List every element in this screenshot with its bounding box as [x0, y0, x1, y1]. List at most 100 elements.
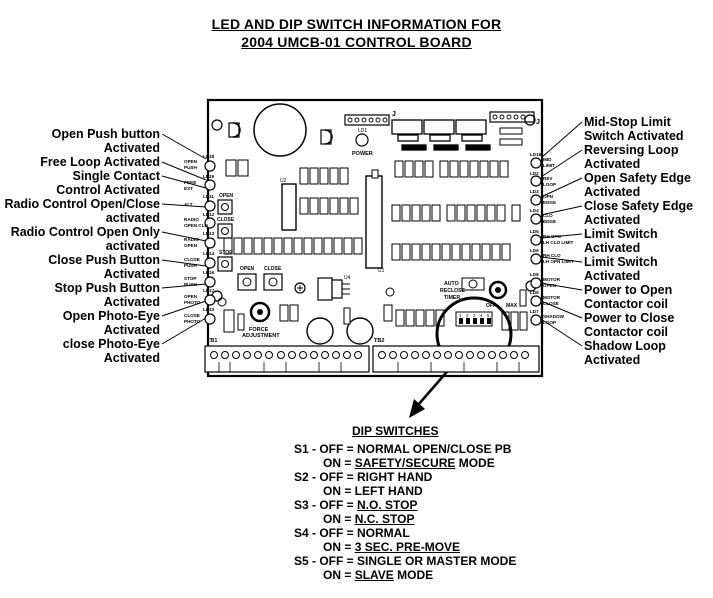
svg-text:2: 2 [466, 313, 469, 318]
svg-text:LD5: LD5 [530, 229, 539, 234]
svg-text:LD11: LD11 [203, 194, 214, 199]
title-line-1: LED AND DIP SWITCH INFORMATION FOR [211, 16, 502, 32]
board-right-led-texts: LD18 MID LIMIT LD2 REV LOOP LD3 OPN EDGE… [530, 152, 574, 325]
dip-switch-levers [459, 318, 491, 324]
svg-text:OPEN: OPEN [219, 193, 234, 199]
arrow-head-icon [409, 399, 425, 418]
dip-heading: DIP SWITCHES [352, 424, 439, 438]
svg-text:LD17: LD17 [203, 288, 215, 293]
svg-text:LD14: LD14 [203, 251, 215, 256]
svg-text:EDGE: EDGE [543, 219, 556, 224]
svg-text:OPN: OPN [543, 194, 554, 199]
svg-text:LOOP: LOOP [543, 320, 556, 325]
svg-text:REV: REV [543, 176, 553, 181]
svg-text:TIMER: TIMER [444, 295, 460, 301]
svg-text:STOP: STOP [219, 250, 233, 256]
svg-text:LD9: LD9 [530, 290, 539, 295]
buzzer-circle [253, 103, 307, 157]
title-line-2: 2004 UMCB-01 CONTROL BOARD [241, 34, 472, 50]
power-label: POWER [352, 151, 373, 157]
svg-text:OPEN: OPEN [184, 294, 198, 299]
svg-text:OPEN: OPEN [543, 283, 557, 288]
svg-text:OPEN: OPEN [184, 243, 198, 248]
svg-text:MOTOR: MOTOR [543, 277, 561, 282]
ic-u1 [365, 175, 383, 269]
resistor-banks [223, 160, 521, 261]
svg-text:FORCE: FORCE [249, 327, 269, 333]
svg-text:PUSH: PUSH [184, 165, 197, 170]
board-left-leds [204, 160, 216, 325]
svg-text:MID: MID [543, 157, 552, 162]
svg-text:LD13: LD13 [203, 307, 215, 312]
svg-text:LH CLO LIMIT: LH CLO LIMIT [543, 240, 574, 245]
svg-text:AUTO: AUTO [444, 281, 459, 287]
dip-s4-off: S4 - OFF = NORMAL [294, 526, 410, 540]
svg-text:U1: U1 [378, 268, 385, 274]
terminal-strip-tb1 [204, 345, 370, 373]
svg-text:ADJUSTMENT: ADJUSTMENT [242, 333, 280, 339]
svg-text:CLOSE: CLOSE [264, 266, 282, 272]
svg-text:OFF: OFF [486, 303, 496, 309]
svg-text:TB2: TB2 [374, 338, 384, 344]
svg-text:OPEN: OPEN [240, 266, 255, 272]
svg-text:PHOTO: PHOTO [184, 300, 201, 305]
svg-text:FREE: FREE [184, 180, 196, 185]
svg-text:LH OPN LIMIT: LH OPN LIMIT [543, 259, 574, 264]
svg-text:LD1: LD1 [358, 128, 367, 134]
svg-text:PUSH: PUSH [184, 263, 197, 268]
svg-text:LD4: LD4 [530, 208, 539, 213]
board-left-led-texts: LD18 OPEN PUSH LD19 FREE EXT LD11 ALT LD… [184, 154, 215, 324]
dip-s2-off: S2 - OFF = RIGHT HAND [294, 470, 433, 484]
svg-text:OPEN CLO: OPEN CLO [184, 223, 208, 228]
power-led [355, 133, 369, 147]
dip-s1-off: S1 - OFF = NORMAL OPEN/CLOSE PB [294, 442, 512, 456]
svg-text:CLOSE: CLOSE [184, 313, 200, 318]
svg-text:PHOTO: PHOTO [184, 319, 201, 324]
svg-text:CLOSE: CLOSE [184, 257, 200, 262]
ic-u2 [281, 183, 297, 231]
svg-text:LD16: LD16 [203, 270, 215, 275]
svg-text:LD3: LD3 [530, 189, 539, 194]
svg-text:LD6: LD6 [530, 248, 539, 253]
svg-text:RH OPN: RH OPN [543, 234, 562, 239]
svg-text:OPEN: OPEN [184, 159, 198, 164]
terminal-strip-tb2 [372, 345, 540, 373]
svg-text:LD18: LD18 [530, 152, 542, 157]
svg-text:LD12: LD12 [203, 212, 215, 217]
svg-text:LIMIT: LIMIT [543, 163, 555, 168]
push-buttons [217, 199, 233, 272]
svg-text:RADIO: RADIO [184, 237, 199, 242]
svg-text:RH CLO: RH CLO [543, 253, 561, 258]
svg-text:RECLOSE: RECLOSE [440, 288, 466, 294]
svg-text:EXT: EXT [184, 186, 193, 191]
svg-text:SHADOW: SHADOW [543, 314, 565, 319]
connector-j-label-2: J [536, 119, 540, 126]
svg-text:LD8: LD8 [530, 272, 539, 277]
left-leader-lines [161, 133, 207, 345]
dip-s1-on: ON = SAFETY/SECURE MODE [323, 456, 495, 470]
svg-text:U4: U4 [344, 275, 351, 281]
dip-s3-on: ON = N.C. STOP [323, 512, 415, 526]
svg-text:3: 3 [473, 313, 476, 318]
svg-text:EDGE: EDGE [543, 200, 556, 205]
svg-text:PUSH: PUSH [184, 282, 197, 287]
svg-text:MAX: MAX [506, 303, 518, 309]
svg-text:1: 1 [459, 313, 462, 318]
dip-s4-on: ON = 3 SEC. PRE-MOVE [323, 540, 461, 554]
dip-s2-on: ON = LEFT HAND [323, 484, 423, 498]
svg-text:MOTOR: MOTOR [543, 295, 561, 300]
svg-text:LD2: LD2 [530, 171, 539, 176]
svg-text:ALT: ALT [184, 202, 193, 207]
